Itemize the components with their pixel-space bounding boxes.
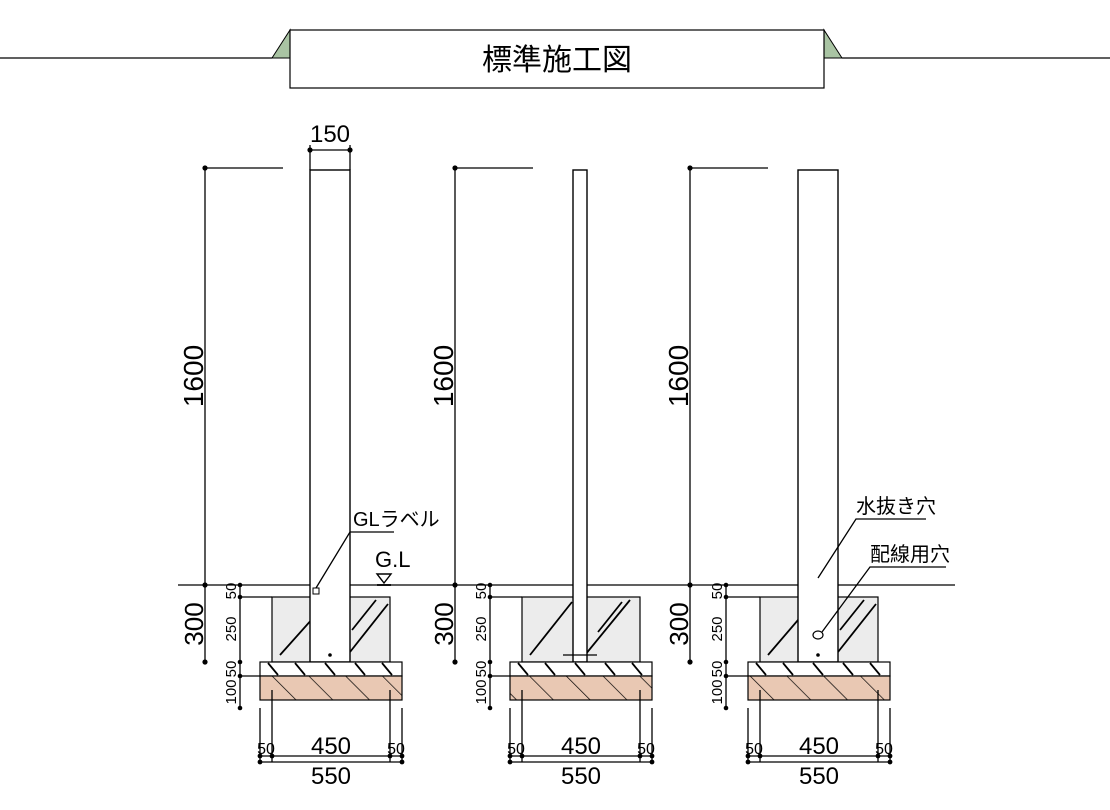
- down-triangle-icon: [375, 573, 393, 585]
- wiring-hole-leader: [821, 566, 946, 633]
- dim-outer: 550: [311, 763, 351, 790]
- title-box: [289, 29, 825, 89]
- dim-50: 50: [223, 583, 240, 600]
- dim-inner: 450: [799, 733, 839, 760]
- dim-100: 100: [709, 679, 726, 704]
- dim-depth: 300: [429, 602, 459, 645]
- dim-50-right: 50: [875, 741, 893, 758]
- dim-width-top: 150: [310, 121, 350, 148]
- bollard-post: [572, 169, 588, 663]
- dim-50-left: 50: [507, 741, 525, 758]
- wiring-hole-label: 配線用穴: [870, 543, 950, 566]
- title-wedge-left: [271, 28, 291, 59]
- bollard-unit-1: 150 1600 300 50 250 50 100: [178, 121, 440, 790]
- drain-hole-leader: [817, 518, 926, 579]
- dim-inner: 450: [561, 733, 601, 760]
- bollard-unit-2: 1600 300 50 250 50 100: [428, 165, 655, 790]
- dim-50-right: 50: [387, 741, 405, 758]
- dim-250: 250: [223, 616, 240, 641]
- dim-inner: 450: [311, 733, 351, 760]
- dim-outer: 550: [799, 763, 839, 790]
- dim-50-b: 50: [709, 661, 726, 678]
- bollard-post: [797, 169, 839, 663]
- dim-outer: 550: [561, 763, 601, 790]
- dim-100: 100: [473, 679, 490, 704]
- drain-hole-label: 水抜き穴: [856, 495, 936, 518]
- dim-50-left: 50: [745, 741, 763, 758]
- dim-depth: 300: [179, 602, 209, 645]
- page-title: 標準施工図: [482, 44, 632, 77]
- dim-50: 50: [473, 583, 490, 600]
- bollard-post: [309, 169, 351, 663]
- bollard-unit-3: 1600 300 50 250 50 100 水抜き穴: [663, 165, 950, 790]
- drain-hole: [816, 653, 820, 657]
- dim-50-b: 50: [223, 661, 240, 678]
- dim-50: 50: [709, 583, 726, 600]
- gl-text: G.L: [375, 547, 410, 572]
- dim-height: 1600: [178, 345, 209, 407]
- title-wedge-right: [823, 28, 843, 59]
- dim-50-right: 50: [637, 741, 655, 758]
- title-banner: 標準施工図: [0, 28, 1110, 89]
- dim-depth: 300: [664, 602, 694, 645]
- dim-height: 1600: [428, 345, 459, 407]
- dim-50-left: 50: [257, 741, 275, 758]
- dim-250: 250: [473, 616, 490, 641]
- dim-50-b: 50: [473, 661, 490, 678]
- dim-250: 250: [709, 616, 726, 641]
- dim-100: 100: [223, 679, 240, 704]
- gl-label-text: GLラベル: [353, 509, 440, 531]
- dim-height: 1600: [663, 345, 694, 407]
- wiring-hole: [812, 630, 824, 640]
